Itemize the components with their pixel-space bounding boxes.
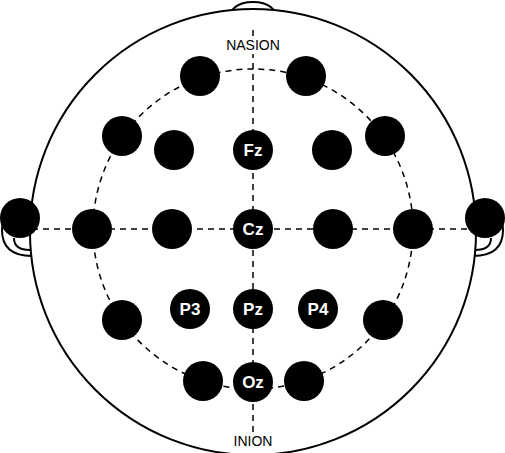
head-outline	[30, 9, 476, 453]
electrode-label: Oz	[242, 374, 264, 391]
landmark-label: INION	[232, 434, 275, 449]
electrode	[286, 56, 326, 96]
electrode	[0, 198, 40, 238]
electrode	[393, 209, 433, 249]
electrode-label: Cz	[243, 221, 264, 238]
electrode	[72, 209, 112, 249]
electrode-node: Fz	[233, 130, 273, 170]
electrodes	[0, 56, 505, 401]
electrode	[312, 130, 352, 170]
electrode	[102, 300, 142, 340]
electrode	[102, 116, 142, 156]
electrode-node: Pz	[233, 289, 273, 329]
electrode	[152, 209, 192, 249]
right-ear-inner	[475, 238, 491, 250]
electrode-node: P3	[170, 289, 210, 329]
electrode-node: P4	[298, 289, 338, 329]
left-ear-inner	[14, 238, 30, 250]
electrode-node: Cz	[233, 209, 273, 249]
electrode-label: Fz	[244, 142, 263, 159]
electrode	[154, 130, 194, 170]
electrode-label: P3	[180, 301, 201, 318]
electrode	[313, 209, 353, 249]
electrode-label: P4	[308, 301, 329, 318]
electrode	[465, 198, 505, 238]
electrode	[284, 361, 324, 401]
landmark-label: NASION	[224, 38, 282, 53]
electrode	[180, 56, 220, 96]
electrode	[183, 361, 223, 401]
electrode	[365, 116, 405, 156]
electrode-label: Pz	[243, 301, 263, 318]
electrode	[363, 300, 403, 340]
electrode-node: Oz	[233, 362, 273, 402]
